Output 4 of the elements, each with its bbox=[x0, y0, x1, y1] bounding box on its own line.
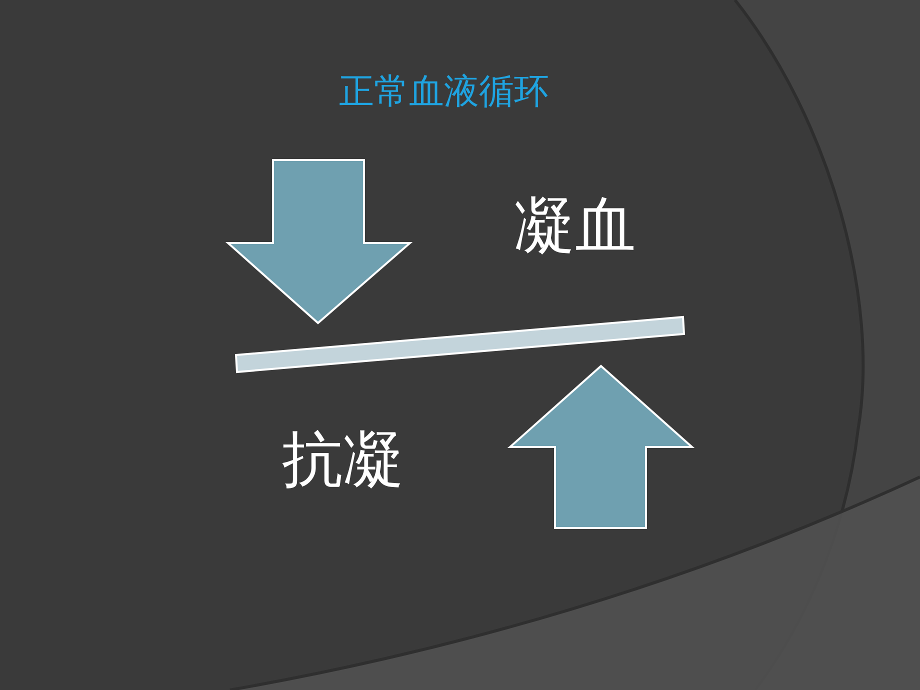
slide-title: 正常血液循环 bbox=[339, 75, 549, 110]
balance-bar bbox=[234, 316, 686, 374]
label-text: 抗凝 bbox=[282, 429, 404, 490]
label-text: 凝血 bbox=[514, 195, 636, 256]
